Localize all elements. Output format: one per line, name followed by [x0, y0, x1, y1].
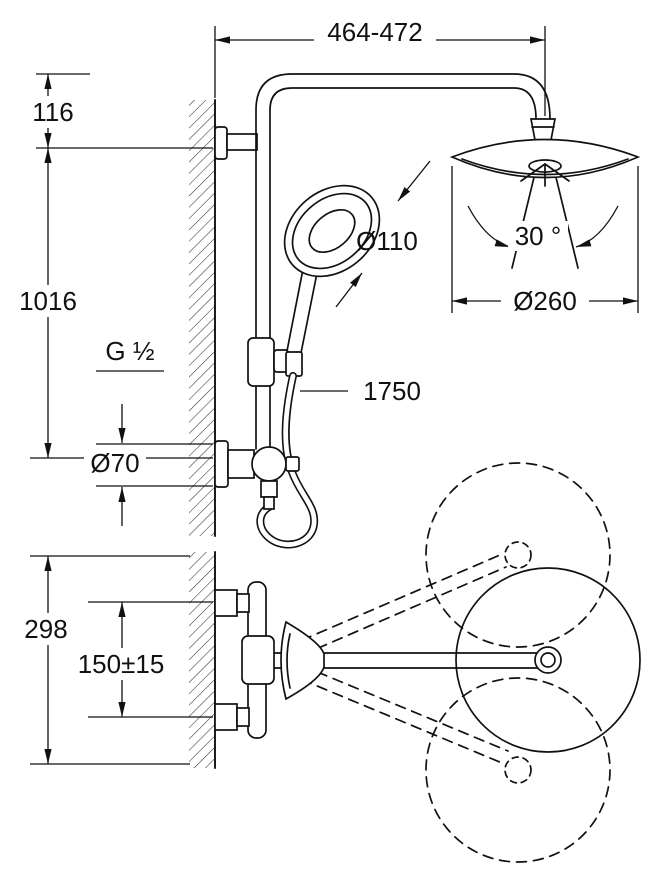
label-thread-size: G ½ [105, 336, 154, 366]
label-hand-shower-diameter: Ø110 [356, 226, 418, 256]
label-width-range: 464-472 [327, 17, 422, 47]
label-escutcheon-diameter: Ø70 [90, 448, 139, 478]
upper-view [189, 73, 641, 549]
head-shower-plan [273, 567, 641, 753]
dim-plan-height-lines [30, 555, 190, 765]
dim-hand-shower-lines [335, 160, 431, 308]
label-head-shower-diameter: Ø260 [513, 286, 577, 316]
upper-dimensions [30, 26, 639, 526]
swivel-angle-arrows [467, 205, 619, 248]
wall-section-upper [189, 99, 216, 537]
arm-connector [534, 646, 562, 674]
label-plan-height: 298 [24, 614, 67, 644]
swivel-range-dashed [285, 462, 611, 863]
rail-slider [247, 337, 293, 387]
shower-rail-pipe [255, 73, 557, 450]
shower-hose [256, 372, 319, 549]
label-hose-length: 1750 [363, 376, 421, 406]
label-inlet-spacing: 150±15 [78, 649, 165, 679]
label-top-offset: 116 [32, 97, 73, 127]
lower-view [189, 462, 641, 863]
head-shower [449, 138, 641, 187]
lower-dimensions [30, 555, 213, 765]
thermostat-plan [214, 581, 275, 739]
arm-escutcheon-bell [280, 620, 325, 701]
hand-shower [283, 184, 381, 377]
thermostat-valve-side [214, 440, 300, 510]
wall-bracket [214, 126, 258, 160]
label-backgrounds [16, 15, 589, 680]
dim-escutcheon-lines [96, 404, 213, 526]
label-swivel-angle: 30 ° [515, 221, 562, 251]
label-rail-height: 1016 [19, 286, 77, 316]
wall-section-lower [189, 551, 216, 769]
dimension-labels: 464-472 116 1016 G ½ Ø70 1750 Ø110 30 ° … [19, 17, 577, 679]
